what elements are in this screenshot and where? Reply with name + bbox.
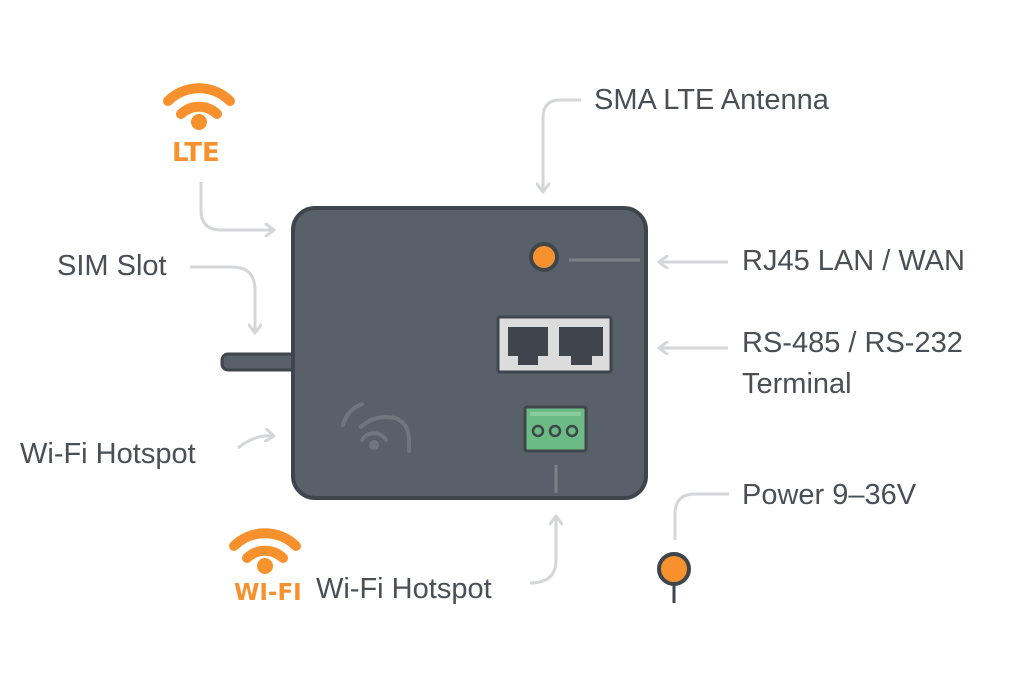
power-connector-icon — [657, 552, 691, 603]
sma-antenna-connector — [529, 242, 559, 272]
wifi-hotspot-left-label: Wi-Fi Hotspot — [20, 438, 196, 470]
lte-icon-label: LTE — [172, 138, 220, 168]
serial-terminal-block — [523, 405, 588, 453]
wifi-hotspot-bottom-label: Wi-Fi Hotspot — [316, 573, 492, 605]
rj45-port-2 — [559, 327, 603, 365]
lte-wifi-icon — [163, 83, 235, 130]
wifi-bottom-arrow — [529, 516, 556, 585]
serial-label-line1: RS-485 / RS-232 — [742, 327, 963, 359]
sim-slot — [220, 352, 300, 372]
wifi-icon-label: WI-FI — [234, 580, 302, 606]
power-arrow — [673, 492, 729, 540]
embossed-wifi-icon — [341, 402, 411, 453]
sim-slot-label: SIM Slot — [57, 250, 167, 282]
sma-antenna-label: SMA LTE Antenna — [594, 84, 829, 116]
sma-antenna-arrow — [543, 98, 581, 192]
wifi-signal-icon — [229, 528, 301, 574]
power-label: Power 9–36V — [742, 479, 917, 511]
rj45-label: RJ45 LAN / WAN — [742, 245, 965, 277]
serial-label-line2: Terminal — [742, 368, 852, 400]
lte-arrow — [199, 182, 274, 230]
rj45-ports — [496, 315, 613, 374]
wifi-left-arrow — [237, 436, 274, 450]
rj45-port-1 — [508, 327, 548, 365]
sim-slot-arrow — [190, 265, 255, 333]
